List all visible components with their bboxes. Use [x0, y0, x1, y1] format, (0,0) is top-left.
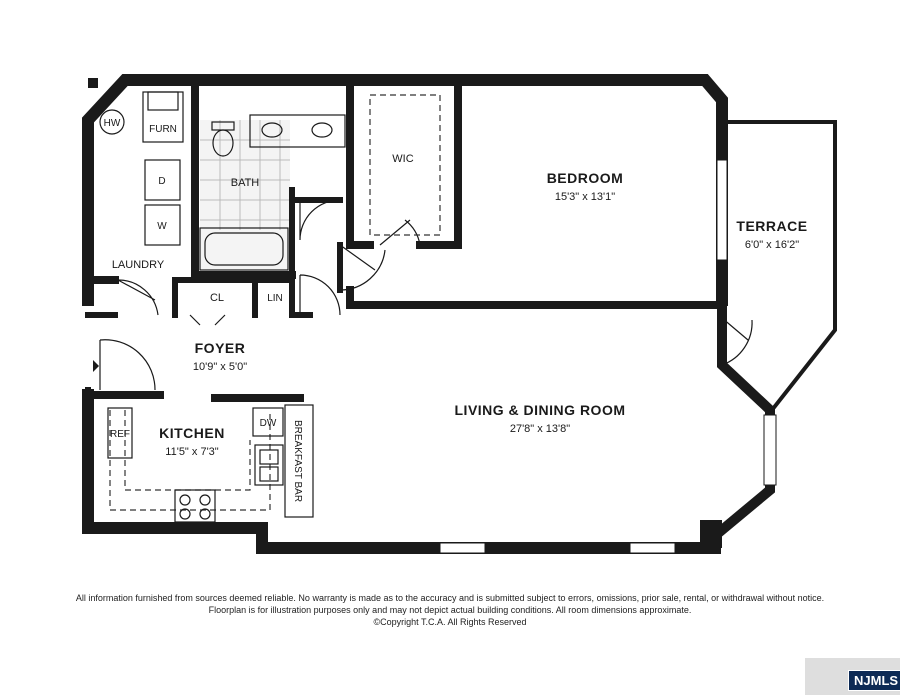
- refrigerator-label: REF: [110, 429, 130, 440]
- linen-label: LIN: [267, 293, 283, 304]
- laundry-fixtures: HW FURN D W: [99, 91, 184, 246]
- windows: [439, 159, 777, 554]
- njmls-watermark: NJMLS: [805, 658, 900, 695]
- terrace-dims: 6'0" x 16'2": [745, 239, 799, 251]
- sink-icon: [254, 444, 284, 486]
- terrace-railing: [720, 120, 837, 413]
- bath-fixtures: [199, 114, 346, 271]
- refrigerator-icon: [107, 407, 133, 459]
- kitchen-dims: 11'5" x 7'3": [165, 446, 218, 458]
- dryer-label: D: [158, 176, 165, 187]
- bedroom-dims: 15'3" x 13'1": [555, 191, 615, 203]
- breakfast-bar-label: BREAKFAST BAR: [292, 420, 303, 502]
- floor-plan: HW FURN D W BEDROOM 15'3" x 13'1" TERRAC…: [82, 74, 837, 554]
- disclaimer: All information furnished from sources d…: [70, 592, 830, 628]
- kitchen-fixtures: [107, 404, 314, 523]
- interior-walls: [84, 76, 726, 402]
- wic-shelving: [369, 94, 441, 236]
- water-heater-icon: [99, 109, 125, 135]
- bathtub-icon: [199, 227, 289, 271]
- vanity-icon: [249, 114, 346, 148]
- terrace-label: TERRACE: [736, 218, 807, 234]
- furnace-label: FURN: [149, 124, 177, 135]
- living-dining-dims: 27'8" x 13'8": [510, 423, 570, 435]
- dishwasher-icon: [252, 407, 284, 437]
- wic-label: WIC: [392, 153, 413, 165]
- door-swings: [93, 199, 753, 391]
- bedroom-label: BEDROOM: [547, 170, 624, 186]
- laundry-label: LAUNDRY: [112, 259, 165, 271]
- living-dining-label: LIVING & DINING ROOM: [455, 402, 626, 418]
- toilet-icon: [212, 129, 234, 157]
- washer-icon: [144, 204, 181, 246]
- disclaimer-text: All information furnished from sources d…: [75, 593, 825, 615]
- water-heater-label: HW: [104, 118, 121, 129]
- dishwasher-label: DW: [260, 418, 277, 429]
- breakfast-bar: [284, 404, 314, 518]
- bath-label: BATH: [231, 177, 260, 189]
- foyer-dims: 10'9" x 5'0": [193, 361, 247, 373]
- exterior-walls: [82, 74, 775, 554]
- bath-tile-floor: [200, 120, 290, 270]
- dryer-icon: [144, 159, 181, 201]
- copyright-text: ©Copyright T.C.A. All Rights Reserved: [373, 617, 527, 627]
- closet-label: CL: [210, 292, 224, 304]
- watermark-label: NJMLS: [848, 670, 900, 691]
- washer-label: W: [157, 221, 167, 232]
- kitchen-label: KITCHEN: [159, 425, 225, 441]
- stove-icon: [174, 489, 216, 523]
- foyer-label: FOYER: [195, 340, 246, 356]
